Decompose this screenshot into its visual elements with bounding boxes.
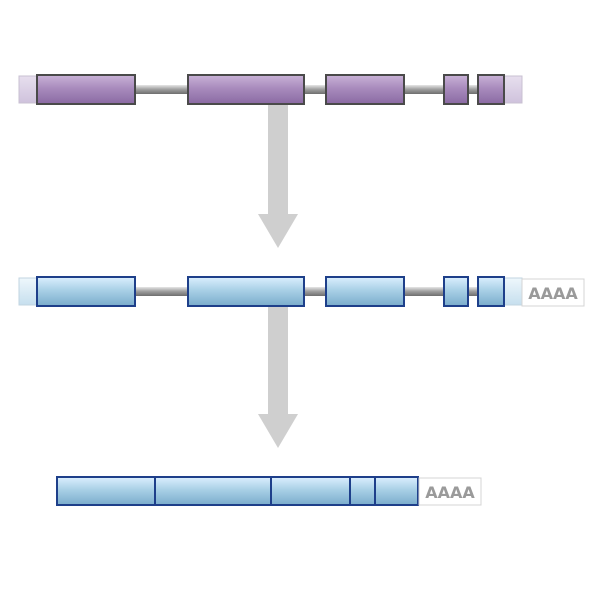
exon-5 (477, 276, 505, 307)
exon-2 (187, 74, 305, 105)
exon-4 (443, 276, 469, 307)
exon-3 (325, 276, 405, 307)
intron-4 (468, 85, 478, 94)
intron-3 (404, 85, 444, 94)
exon-3 (325, 74, 405, 105)
pre-mrna-gene (18, 74, 523, 105)
mature-mrna: AAAA (56, 476, 482, 506)
exon-1 (36, 276, 136, 307)
polya-tail-label: AAAA (528, 284, 578, 303)
exon-5 (374, 476, 419, 506)
intron-4 (468, 287, 478, 296)
polya-tail-box (418, 477, 482, 506)
intron-2 (304, 287, 326, 296)
arrow-down-icon (258, 105, 298, 248)
intron-2 (304, 85, 326, 94)
exon-4 (349, 476, 376, 506)
exon-2 (154, 476, 272, 506)
polya-tail-box (521, 278, 585, 307)
intron-1 (135, 287, 188, 296)
intron-3 (404, 287, 444, 296)
polya-tail-label: AAAA (425, 483, 475, 502)
exon-1 (36, 74, 136, 105)
processed-pre-mrna: AAAA (18, 276, 585, 307)
exon-5 (477, 74, 505, 105)
arrow-down-icon (258, 307, 298, 448)
exon-2 (187, 276, 305, 307)
utr-3prime (502, 277, 523, 306)
exon-3 (270, 476, 351, 506)
utr-3prime (502, 75, 523, 104)
exon-1 (56, 476, 156, 506)
intron-1 (135, 85, 188, 94)
exon-4 (443, 74, 469, 105)
